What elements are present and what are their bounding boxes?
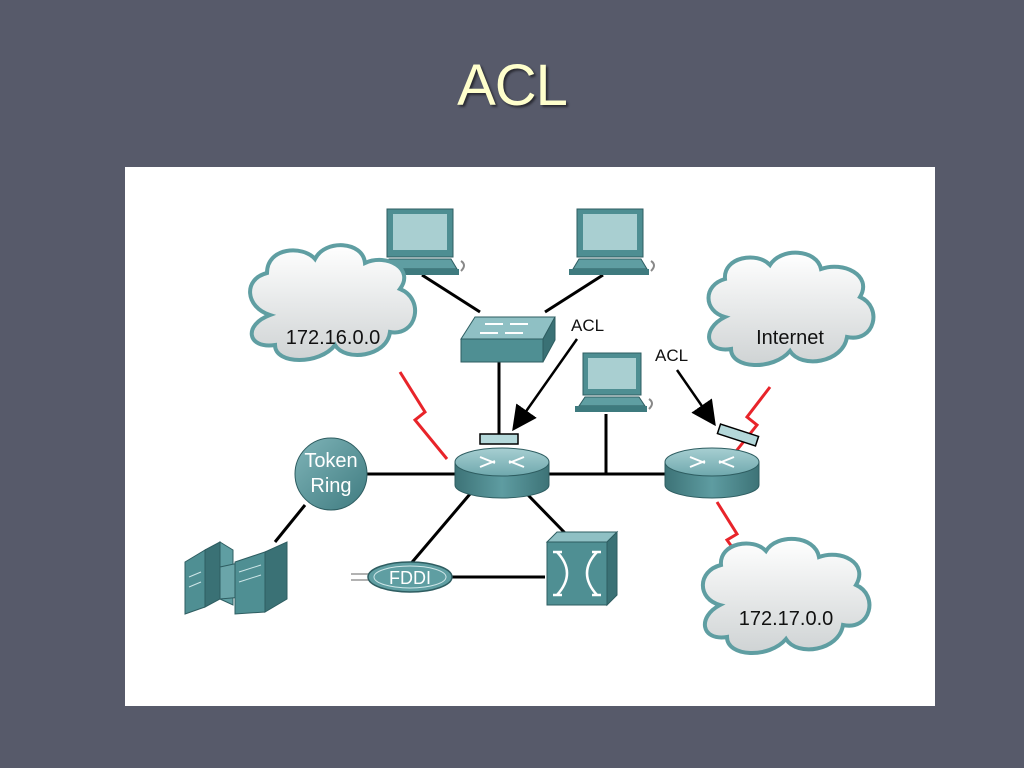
- computer-icon-center: [575, 352, 653, 412]
- token-ring: Token Ring: [294, 437, 368, 511]
- router-icon-center: [454, 447, 550, 499]
- cloud-172-17: 172.17.0.0: [701, 537, 872, 655]
- switch-icon: [460, 316, 556, 363]
- fddi-ring: FDDI: [351, 561, 453, 593]
- cloud-internet: Internet: [706, 250, 876, 367]
- slide-title: ACL: [457, 53, 568, 118]
- cloud-172-16: 172.16.0.0: [248, 243, 418, 362]
- server-cluster-icon: [184, 541, 288, 615]
- computer-icon-top-right: [569, 208, 655, 275]
- token-ring-label-line2: Ring: [310, 475, 351, 497]
- token-ring-label-line1: Token: [304, 450, 357, 472]
- acl-label-center: ACL: [571, 316, 604, 335]
- ethernet-links: [273, 273, 670, 579]
- acl-label-right: ACL: [655, 346, 688, 365]
- acl-arrow-center: [512, 338, 579, 432]
- acl-interface-right: [716, 423, 760, 447]
- cloud-label-172-17: 172.17.0.0: [739, 608, 834, 630]
- cloud-label-internet: Internet: [756, 327, 824, 349]
- acl-arrow-right: [675, 369, 716, 427]
- atm-switch-icon: [545, 530, 619, 607]
- network-diagram: FDDI Token Ring 172.16.0.0 Internet 172.…: [125, 167, 935, 706]
- acl-interface-center: [479, 433, 519, 445]
- router-icon-right: [664, 447, 760, 499]
- fddi-label: FDDI: [389, 568, 431, 588]
- cloud-label-172-16: 172.16.0.0: [286, 327, 381, 349]
